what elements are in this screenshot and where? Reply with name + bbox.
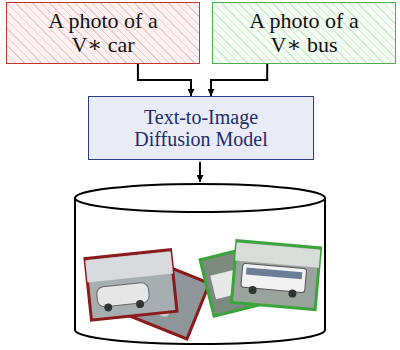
model-box: Text-to-Image Diffusion Model [88,96,314,160]
wheel [104,303,113,312]
prompt-box: A photo of a V∗ car [6,2,200,64]
wheel [248,286,257,295]
node-label: A photo of a V∗ bus [237,9,372,57]
photo-sky [85,252,173,283]
prompt-box: A photo of a V∗ bus [212,2,396,64]
flow-arrow [211,64,267,96]
wheel [136,300,145,309]
node-label: A photo of a V∗ car [36,9,171,57]
cylinder-top [75,184,325,212]
car-photo [85,250,177,321]
bus-windows [246,267,302,279]
output-arrow [199,162,201,182]
wheel [288,289,297,298]
node-label: Text-to-Image Diffusion Model [121,106,281,150]
bus-photo [231,241,320,310]
dataset-cylinder [75,198,325,344]
photo-frame [85,250,177,321]
photo-frame [231,241,320,310]
flow-arrow [138,64,191,96]
